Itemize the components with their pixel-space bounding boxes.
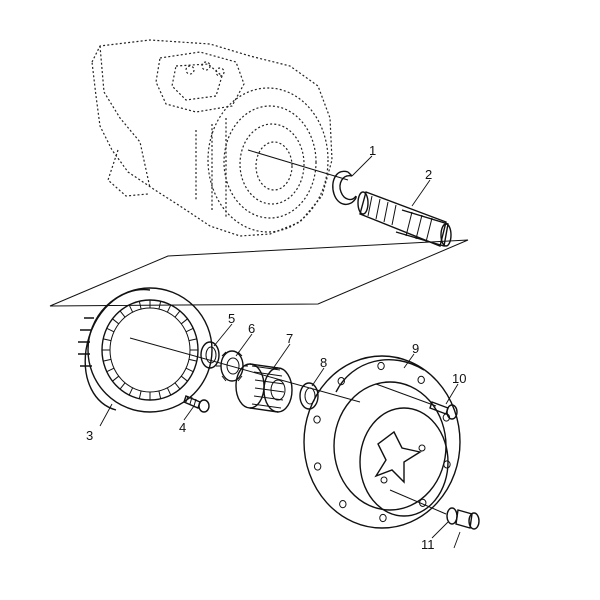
gear-tooth xyxy=(119,382,126,390)
splined-shaft-part xyxy=(357,191,452,247)
upper-centreline xyxy=(247,149,349,181)
gear-tooth xyxy=(106,367,115,373)
gear-tooth xyxy=(119,310,126,318)
planet-gear-part xyxy=(235,363,293,413)
flange-bolt-hole xyxy=(313,462,322,471)
lower-centreline xyxy=(129,337,361,403)
callout-3: 3 xyxy=(86,428,93,443)
callout-8: 8 xyxy=(320,355,327,370)
callout-1: 1 xyxy=(369,143,376,158)
flange-bolt-hole xyxy=(313,415,321,424)
gear-tooth xyxy=(138,390,142,399)
gear-tooth xyxy=(174,382,181,390)
gear-tooth xyxy=(185,367,194,373)
callout-6: 6 xyxy=(248,321,255,336)
gear-tooth xyxy=(103,358,112,362)
gear-tooth xyxy=(103,338,112,342)
gear-tooth xyxy=(128,304,134,313)
thrust-washer-part xyxy=(200,341,220,369)
internal-teeth xyxy=(102,300,198,400)
gear-tooth xyxy=(188,338,197,342)
gear-tooth xyxy=(106,327,115,333)
gear-tooth xyxy=(112,375,120,382)
callout-11: 11 xyxy=(421,537,435,552)
gear-tooth xyxy=(180,375,188,382)
gear-tooth xyxy=(180,318,188,325)
hub-flange-part xyxy=(303,355,461,529)
flange-bolt-hole xyxy=(377,361,385,371)
gear-tooth xyxy=(138,301,142,310)
spacer-ring-part xyxy=(299,382,319,410)
leader-lines xyxy=(99,155,461,549)
gear-tooth xyxy=(166,304,172,313)
callout-2: 2 xyxy=(425,167,432,182)
axle-housing-ghost xyxy=(91,39,333,237)
flange-bolt-hole xyxy=(337,377,345,386)
gear-tooth xyxy=(185,327,194,333)
gear-tooth xyxy=(166,387,172,396)
gear-tooth xyxy=(112,318,120,325)
ring-gear-part xyxy=(78,287,213,413)
cap-screw-part xyxy=(375,383,458,420)
gear-tooth xyxy=(158,301,162,310)
gear-tooth xyxy=(128,387,134,396)
gear-tooth xyxy=(188,358,197,362)
group-separator-frame xyxy=(49,239,469,307)
flange-bolt-hole xyxy=(443,460,451,469)
gear-tooth xyxy=(174,310,181,318)
callout-4: 4 xyxy=(179,420,186,435)
flange-bolt-hole xyxy=(417,375,425,384)
callout-7: 7 xyxy=(286,331,293,346)
flange-bolt-holes xyxy=(313,361,451,523)
bolt-part xyxy=(183,395,210,413)
gear-tooth xyxy=(158,390,162,399)
callout-10: 10 xyxy=(452,371,466,386)
callout-9: 9 xyxy=(412,341,419,356)
flange-bolt-hole xyxy=(339,500,347,509)
callout-5: 5 xyxy=(228,311,235,326)
flange-bolt-hole xyxy=(379,513,387,523)
circlip-part xyxy=(332,170,357,205)
plug-and-washer-part xyxy=(389,489,480,530)
